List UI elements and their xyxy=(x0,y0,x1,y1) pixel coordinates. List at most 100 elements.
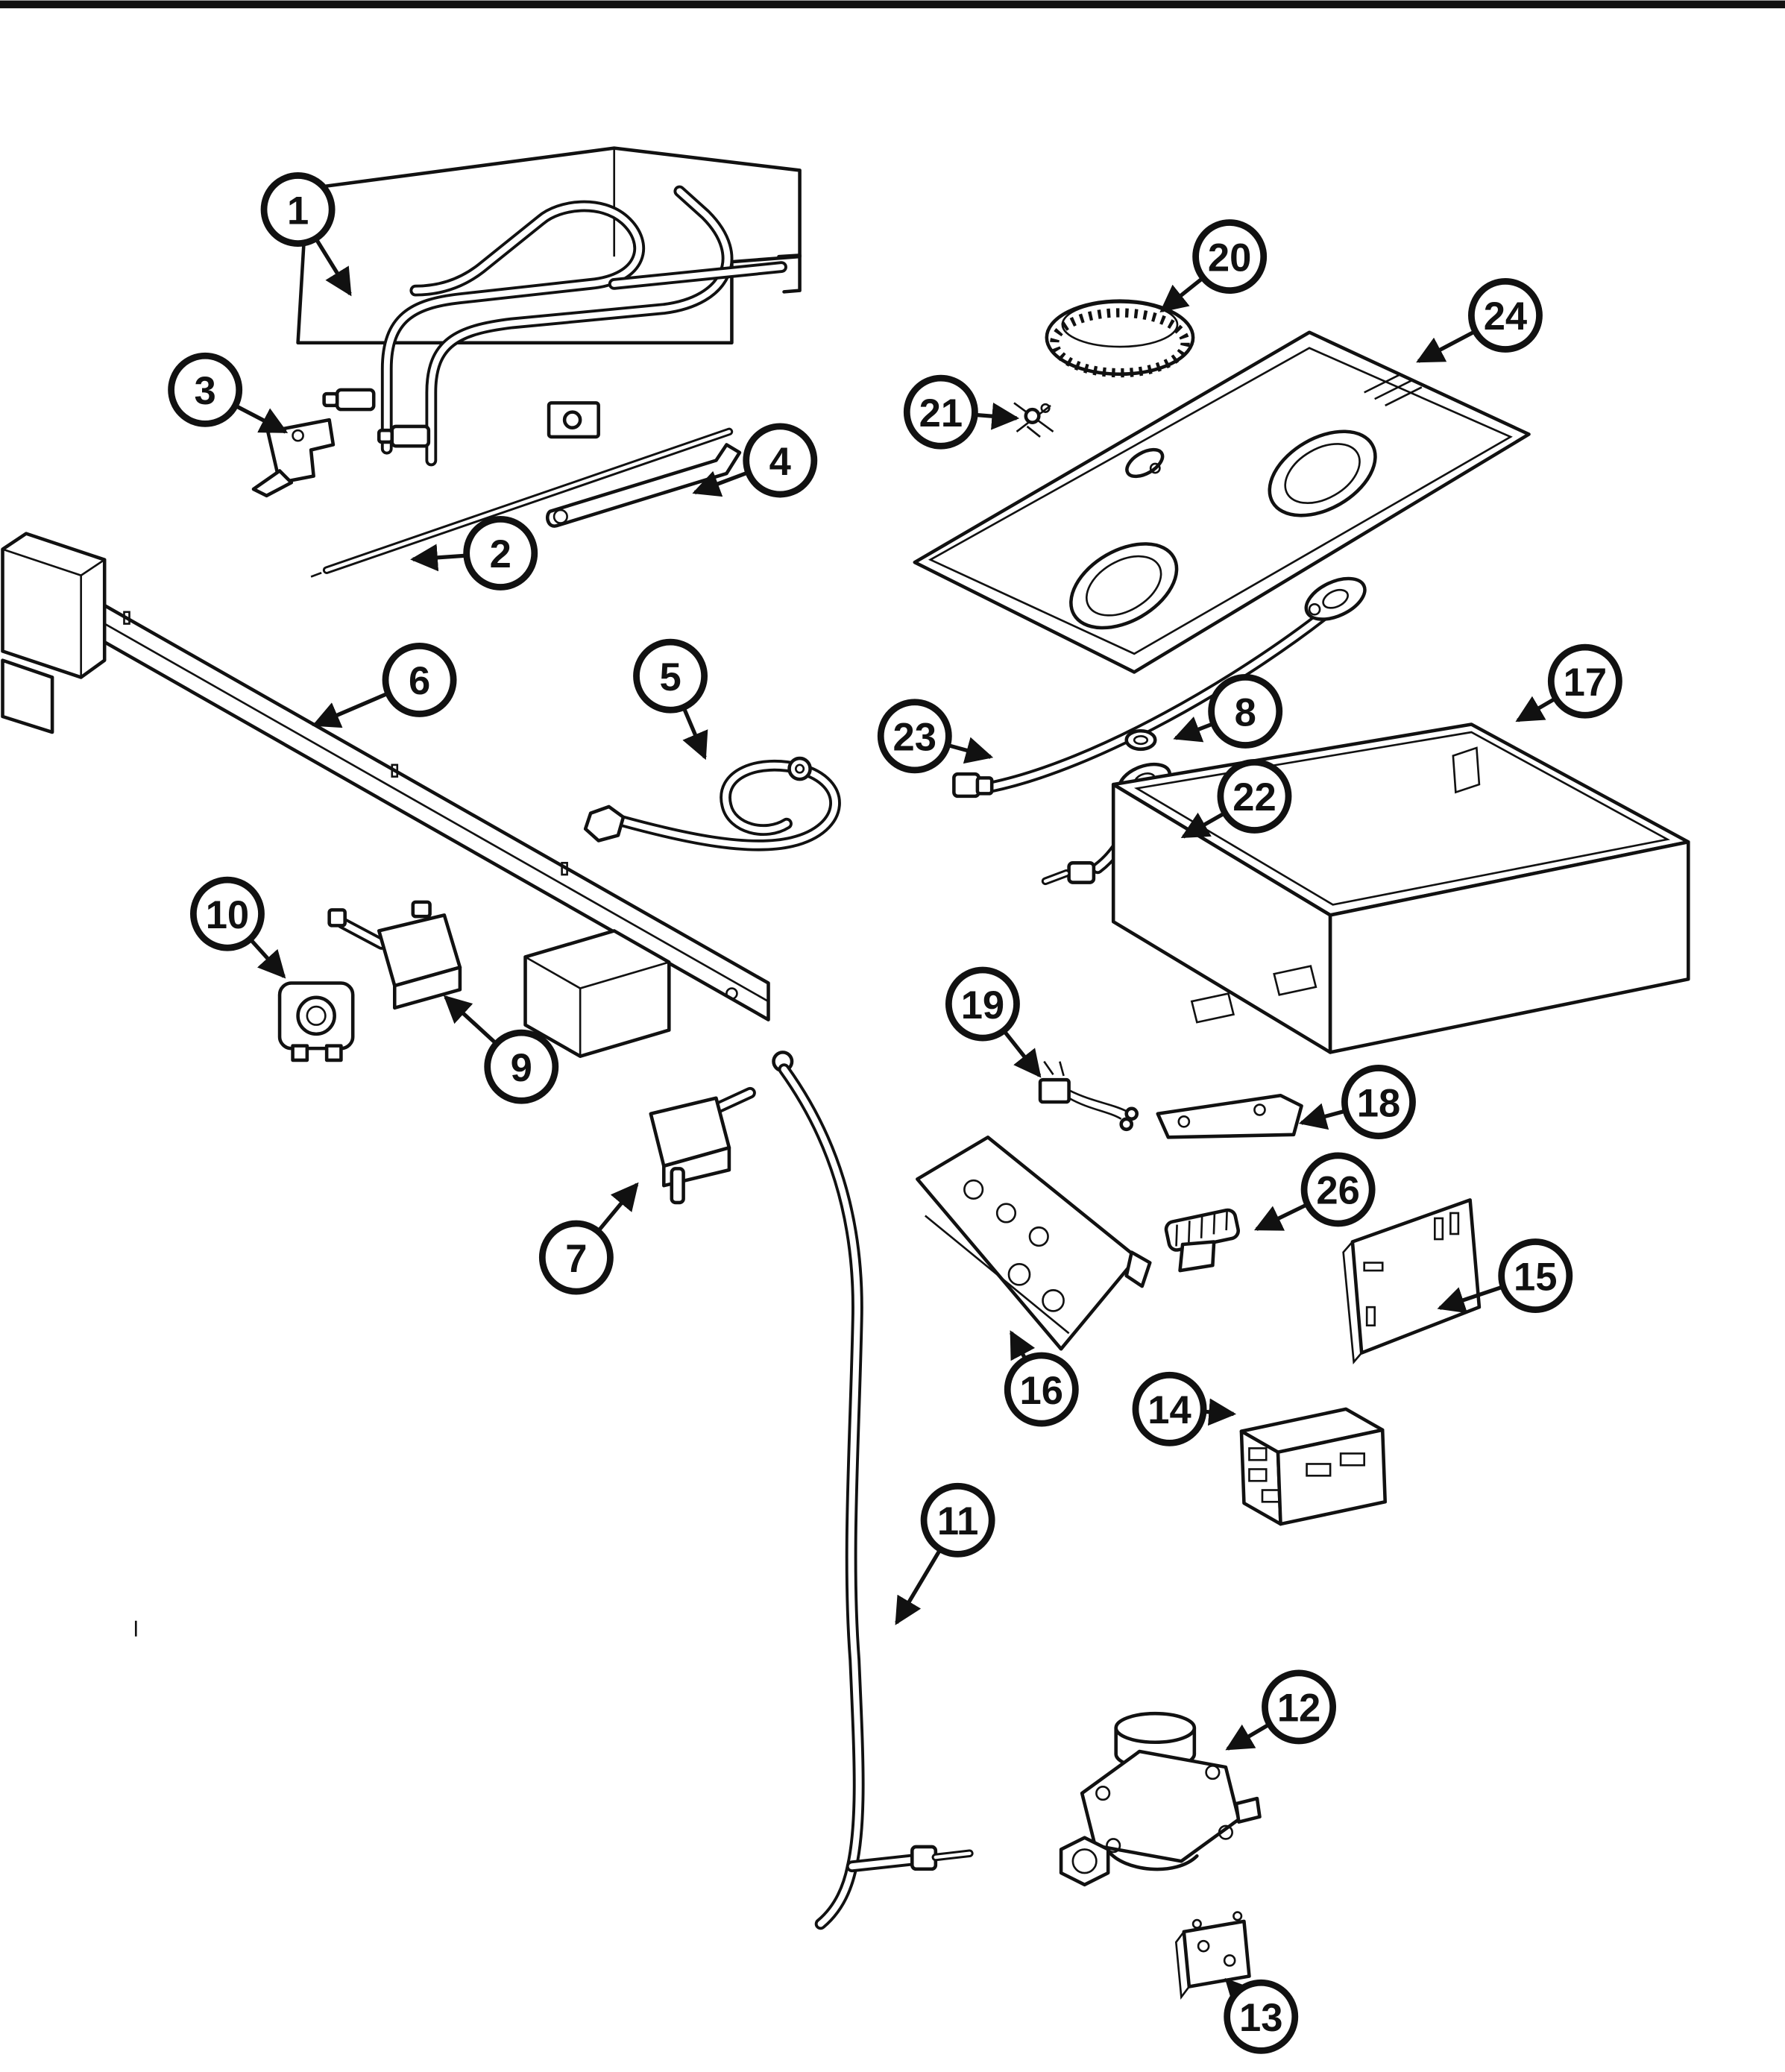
igniter-bracket xyxy=(547,401,600,439)
callout-6: 6 xyxy=(312,642,457,728)
part-14-spark-module xyxy=(1239,1407,1387,1526)
callout-number: 19 xyxy=(961,983,1004,1027)
callout-leader-arrow xyxy=(1173,716,1212,743)
callout-leader-arrow xyxy=(1180,812,1224,839)
callout-leader-arrow xyxy=(1515,696,1555,722)
callout-leader-arrow xyxy=(250,939,286,979)
callout-circle xyxy=(1547,643,1622,719)
part-5-wire-connector xyxy=(583,756,841,851)
callout-14: 14 xyxy=(1132,1371,1237,1446)
callout-circle xyxy=(1132,1371,1207,1446)
callout-circle xyxy=(382,642,457,717)
callout-circle xyxy=(1498,1238,1573,1314)
callout-number: 4 xyxy=(769,440,791,484)
callout-circle xyxy=(538,1220,614,1295)
callout-4: 4 xyxy=(692,423,818,498)
callout-number: 16 xyxy=(1020,1369,1063,1413)
callout-leader-arrow xyxy=(315,239,352,297)
part-8-orifice-ring xyxy=(1124,728,1157,752)
part-4-support-bar xyxy=(546,443,742,528)
callout-leader-arrow xyxy=(1009,1330,1036,1361)
callout-leader-arrow xyxy=(1416,330,1474,363)
callout-circle xyxy=(945,966,1020,1042)
callout-15: 15 xyxy=(1437,1238,1573,1314)
callout-leader-arrow xyxy=(1225,1724,1268,1751)
callout-number: 8 xyxy=(1235,690,1256,734)
callout-16: 16 xyxy=(1004,1330,1079,1427)
callout-number: 1 xyxy=(287,189,309,233)
callout-22: 22 xyxy=(1180,758,1292,839)
callout-leader-arrow xyxy=(598,1182,639,1231)
callout-circle xyxy=(1300,1152,1376,1227)
callout-leader-arrow xyxy=(1298,1103,1344,1130)
callout-circle xyxy=(1262,1669,1336,1745)
callout-leader-arrow xyxy=(1159,277,1203,313)
part-1-burner-manifold-assembly xyxy=(296,146,802,467)
callout-21: 21 xyxy=(903,374,1020,450)
callout-12: 12 xyxy=(1225,1669,1336,1751)
callout-leader-arrow xyxy=(977,402,1020,430)
callout-2: 2 xyxy=(410,515,538,591)
callout-number: 7 xyxy=(565,1237,587,1281)
callout-9: 9 xyxy=(443,995,559,1104)
callout-leader-arrow xyxy=(1253,1203,1306,1231)
part-3-bracket xyxy=(251,418,336,498)
callout-circle xyxy=(1208,674,1283,749)
part-6-frame-rail xyxy=(1,532,770,1058)
callout-circle xyxy=(877,699,952,774)
callout-leader-arrow xyxy=(1206,1398,1237,1426)
callout-circle xyxy=(1468,278,1543,353)
part-9-valve xyxy=(327,900,462,1010)
part-12-pressure-regulator xyxy=(1059,1711,1262,1887)
callout-number: 3 xyxy=(195,369,216,413)
callout-leader-arrow xyxy=(682,708,708,761)
callout-19: 19 xyxy=(945,966,1042,1078)
callout-circle xyxy=(1192,219,1268,295)
part-13-mounting-bracket xyxy=(1174,1911,1251,2000)
part-16-bracket-plate xyxy=(916,1136,1152,1351)
callout-circle xyxy=(260,172,336,247)
callout-number: 17 xyxy=(1564,661,1607,705)
part-2-rod xyxy=(310,427,734,578)
callout-circle xyxy=(1341,1065,1416,1139)
callout-circle xyxy=(484,1029,559,1104)
callout-number: 22 xyxy=(1232,775,1276,819)
callout-number: 26 xyxy=(1316,1169,1359,1213)
callout-leader-arrow xyxy=(692,470,747,497)
callout-5: 5 xyxy=(633,638,708,761)
callout-26: 26 xyxy=(1253,1152,1376,1231)
callout-8: 8 xyxy=(1173,674,1283,749)
callout-leader-arrow xyxy=(236,405,289,434)
callout-number: 21 xyxy=(919,391,963,435)
callout-leader-arrow xyxy=(1224,1977,1254,2008)
callout-leader-arrow xyxy=(1004,1031,1042,1078)
callout-number: 2 xyxy=(490,532,511,576)
page-edge-marks xyxy=(0,0,1785,1637)
callout-circle xyxy=(903,374,978,450)
callout-20: 20 xyxy=(1159,219,1268,313)
callout-number: 23 xyxy=(893,716,936,760)
part-7-valve xyxy=(649,1086,756,1205)
callout-11: 11 xyxy=(895,1482,995,1625)
part-11-gas-tube xyxy=(772,1051,974,1930)
callout-3: 3 xyxy=(168,352,289,434)
callout-leader-arrow xyxy=(895,1550,941,1625)
callout-13: 13 xyxy=(1224,1977,1299,2054)
callout-number: 9 xyxy=(511,1046,532,1090)
callout-leader-arrow xyxy=(410,544,465,572)
callout-number: 14 xyxy=(1148,1388,1191,1432)
callout-circle xyxy=(743,423,818,498)
part-18-bar-bracket xyxy=(1156,1093,1303,1139)
callout-number: 15 xyxy=(1514,1255,1557,1299)
callout-number: 5 xyxy=(659,655,681,699)
callout-number: 20 xyxy=(1208,236,1251,280)
callout-17: 17 xyxy=(1515,643,1622,722)
callout-leader-arrow xyxy=(1437,1285,1502,1314)
part-17-burner-box xyxy=(1111,722,1690,1054)
callout-circle xyxy=(168,352,243,427)
part-26-clip xyxy=(1164,1208,1240,1273)
part-15-bracket-panel xyxy=(1342,1198,1482,1364)
callout-number: 13 xyxy=(1239,1996,1282,2040)
